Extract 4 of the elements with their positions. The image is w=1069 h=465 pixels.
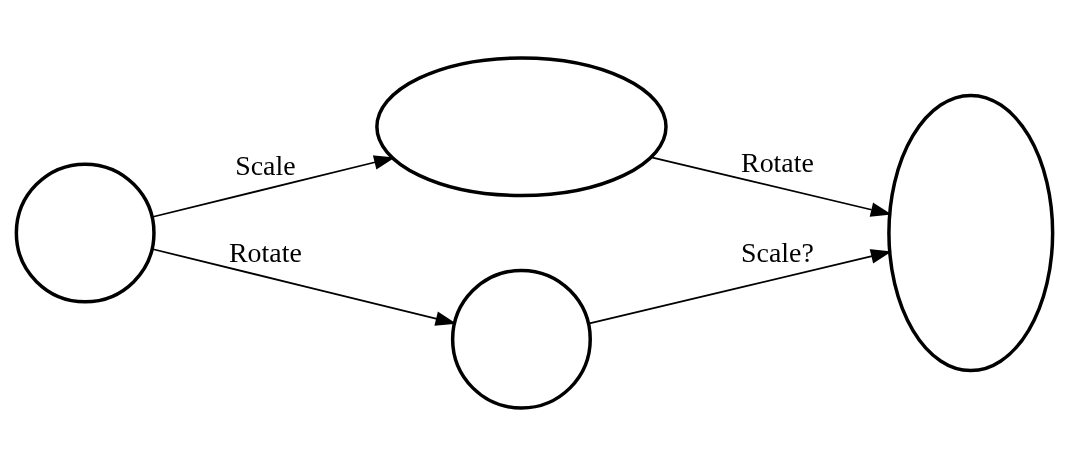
edge-label: Scale: [235, 149, 296, 181]
edge-label: Rotate: [229, 236, 302, 268]
edge-label: Rotate: [741, 146, 814, 178]
edge-label: Scale?: [741, 236, 814, 268]
